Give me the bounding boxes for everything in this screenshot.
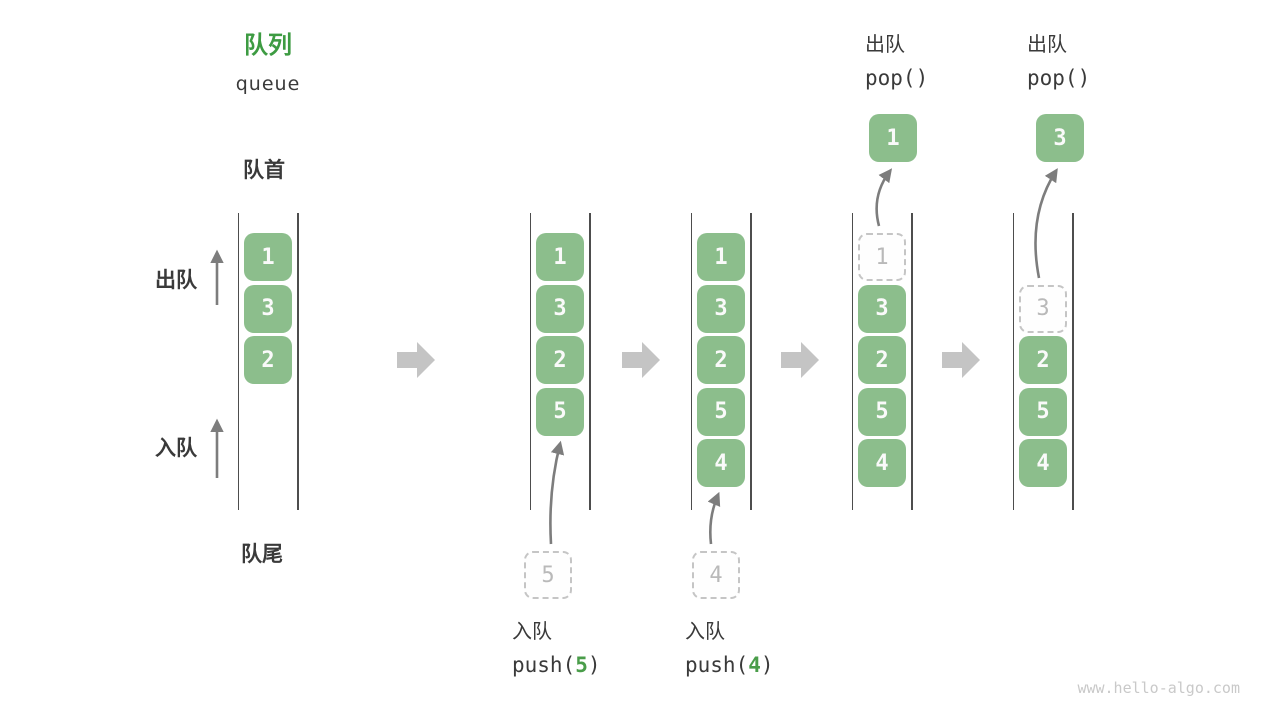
state-push-4-pending-cell-4: 4: [692, 551, 740, 599]
state-initial-cell-1: 1: [244, 233, 292, 281]
state-push-5-cell-1: 1: [536, 233, 584, 281]
state-push-5-op-arg: 5: [575, 653, 588, 677]
state-pop-3-op-name: 出队: [1027, 32, 1067, 56]
label-enqueue-side: 入队: [155, 436, 197, 460]
diagram-title: 队列 queue: [201, 30, 335, 95]
state-push-5-pipe-wall-left: [529, 213, 531, 510]
state-push-5-cell-5: 5: [536, 387, 584, 436]
state-initial-cell-3: 3: [244, 284, 292, 333]
state-pop-1-pipe-wall-left: [851, 213, 853, 510]
state-push-5-op-name: 入队: [512, 619, 552, 643]
state-push-4-op-arrow: [707, 491, 721, 545]
state-push-4-pipe-wall-left: [690, 213, 692, 510]
state-push-4-cell-1: 1: [697, 233, 745, 281]
transition-arrow-3: [781, 342, 819, 378]
state-pop-1-cell-1-dashed: 1: [858, 233, 906, 281]
state-pop-3-cell-4: 4: [1019, 439, 1067, 488]
state-pop-1-popped-cell-1: 1: [869, 114, 917, 162]
state-pop-3-popped-cell-3: 3: [1036, 114, 1084, 162]
state-push-5-cell-3: 3: [536, 284, 584, 333]
state-push-4-op-label: 入队 push(4): [685, 618, 774, 678]
state-pop-1-op-arrow: [875, 168, 893, 227]
state-push-5-op-arrow: [549, 440, 565, 545]
state-push-5-op-code: push(5): [512, 653, 601, 677]
label-queue-rear: 队尾: [241, 542, 283, 566]
watermark: www.hello-algo.com: [1077, 679, 1240, 697]
operation-arrows: [549, 168, 1058, 545]
state-pop-3-pipe-wall-right: [1072, 213, 1074, 510]
state-pop-3-op-label: 出队 pop(): [1027, 31, 1090, 91]
state-push-4-op-name: 入队: [685, 619, 725, 643]
state-pop-3-pipe-wall-left: [1012, 213, 1014, 510]
state-push-5-cell-2: 2: [536, 336, 584, 385]
state-pop-3-cell-5: 5: [1019, 387, 1067, 436]
state-pop-3-op-code: pop(): [1027, 66, 1091, 90]
state-initial-pipe-wall-right: [297, 213, 299, 510]
title-en: queue: [235, 73, 301, 95]
state-pop-1-op-code: pop(): [865, 66, 929, 90]
state-push-4-cell-2: 2: [697, 336, 745, 385]
state-pop-1-cell-3: 3: [858, 284, 906, 333]
label-queue-front: 队首: [243, 158, 285, 182]
state-pop-1-cell-4: 4: [858, 439, 906, 488]
transition-arrow-4: [942, 342, 980, 378]
state-push-4-cell-5: 5: [697, 387, 745, 436]
state-pop-3-op-arrow: [1034, 168, 1058, 279]
title-zh: 队列: [244, 31, 292, 59]
state-push-5-pipe-wall-right: [589, 213, 591, 510]
state-pop-1-pipe-wall-right: [911, 213, 913, 510]
state-initial-cell-2: 2: [244, 336, 292, 385]
state-pop-3-cell-2: 2: [1019, 336, 1067, 385]
state-push-4-op-arg: 4: [748, 653, 761, 677]
state-push-4-op-code: push(4): [685, 653, 774, 677]
state-pop-1-op-name: 出队: [865, 32, 905, 56]
state-pop-3-cell-3-dashed: 3: [1019, 284, 1067, 333]
state-push-5-pending-cell-5: 5: [524, 551, 572, 599]
transition-arrow-2: [622, 342, 660, 378]
state-push-4-cell-3: 3: [697, 284, 745, 333]
state-pop-1-cell-2: 2: [858, 336, 906, 385]
state-pop-1-op-label: 出队 pop(): [865, 31, 928, 91]
state-push-4-pipe-wall-right: [750, 213, 752, 510]
state-initial-pipe-wall-left: [237, 213, 239, 510]
transition-arrow-1: [397, 342, 435, 378]
state-push-4-cell-4: 4: [697, 439, 745, 488]
state-pop-1-cell-5: 5: [858, 387, 906, 436]
state-push-5-op-label: 入队 push(5): [512, 618, 601, 678]
label-dequeue-side: 出队: [155, 268, 197, 292]
